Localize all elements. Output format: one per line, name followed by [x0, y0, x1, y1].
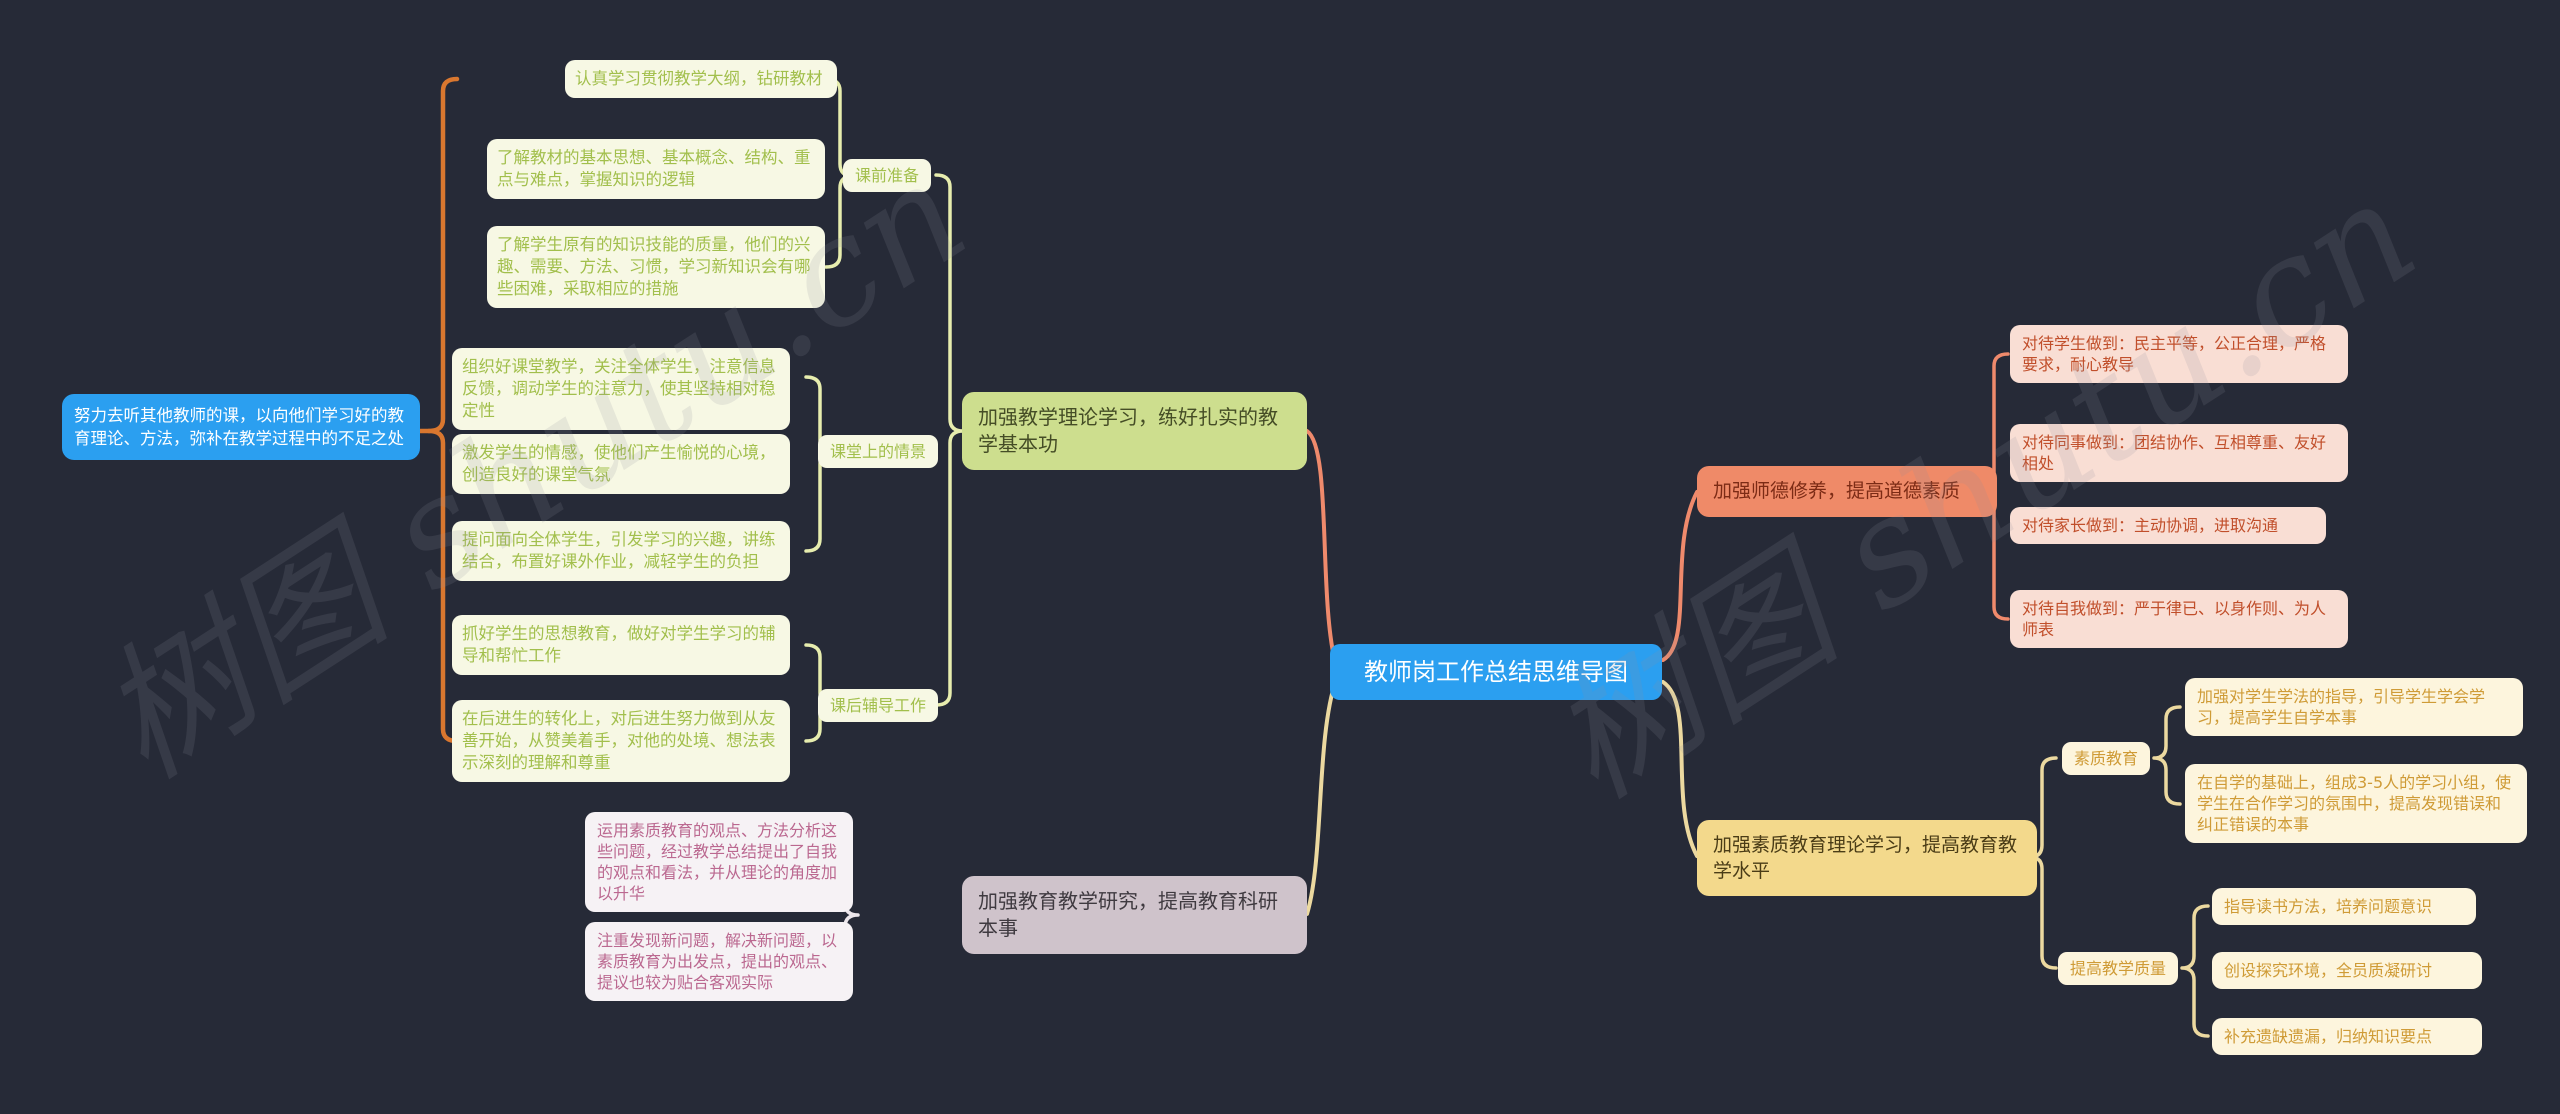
subtopic-classroom[interactable]: 课堂上的情景	[818, 435, 939, 468]
leaf-study-methods-guidance[interactable]: 加强对学生学法的指导，引导学生学会学习，提高学生自学本事	[2185, 678, 2523, 736]
leaf-quality-viewpoint[interactable]: 运用素质教育的观点、方法分析这些问题，经过教学总结提出了自我的观点和看法，并从理…	[585, 812, 853, 912]
connector-center-teaching	[1305, 429, 1338, 668]
subtopic-suzhi-education[interactable]: 素质教育	[2062, 742, 2151, 775]
leaf-inquiry-environment[interactable]: 创设探究环境，全员质凝研讨	[2212, 952, 2482, 989]
leaf-organize-classroom[interactable]: 组织好课堂教学，关注全体学生，注意信息反馈，调动学生的注意力，使其坚持相对稳定性	[452, 348, 790, 430]
branch-quality-education[interactable]: 加强素质教育理论学习，提高教育教学水平	[1697, 820, 2037, 896]
leaf-understand-students[interactable]: 了解学生原有的知识技能的质量，他们的兴趣、需要、方法、习惯，学习新知识会有哪些困…	[487, 226, 825, 308]
leaf-treat-self[interactable]: 对待自我做到：严于律已、以身作则、为人师表	[2010, 590, 2348, 648]
leaf-questions-homework[interactable]: 提问面向全体学生，引发学习的兴趣，讲练结合，布置好课外作业，减轻学生的负担	[452, 521, 790, 581]
leaf-treat-colleagues[interactable]: 对待同事做到：团结协作、互相尊重、友好相处	[2010, 424, 2348, 482]
subtopic-afterclass[interactable]: 课后辅导工作	[818, 689, 939, 722]
leaf-ideological-education[interactable]: 抓好学生的思想教育，做好对学生学习的辅导和帮忙工作	[452, 615, 790, 675]
leaf-understand-textbook[interactable]: 了解教材的基本思想、基本概念、结构、重点与难点，掌握知识的逻辑	[487, 139, 825, 199]
leaf-treat-students[interactable]: 对待学生做到：民主平等，公正合理，严格要求，耐心教导	[2010, 325, 2348, 383]
branch-ethics[interactable]: 加强师德修养，提高道德素质	[1697, 466, 1997, 517]
subtopic-preparation[interactable]: 课前准备	[843, 159, 932, 192]
leaf-underachievers[interactable]: 在后进生的转化上，对后进生努力做到从友善开始，从赞美着手，对他的处境、想法表示深…	[452, 700, 790, 782]
leaf-stimulate-emotion[interactable]: 激发学生的情感，使他们产生愉悦的心境，创造良好的课堂气氛	[452, 434, 790, 494]
leaf-new-problems[interactable]: 注重发现新问题，解决新问题，以素质教育为出发点，提出的观点、提议也较为贴合客观实…	[585, 922, 853, 1001]
brace-teaching-theory	[934, 173, 965, 707]
central-topic[interactable]: 教师岗工作总结思维导图	[1330, 644, 1662, 700]
connector-center-research	[1305, 678, 1338, 916]
brace-suzhi-group	[2152, 705, 2182, 806]
leaf-reading-methods[interactable]: 指导读书方法，培养问题意识	[2212, 888, 2476, 925]
summary-listen-other-teachers[interactable]: 努力去听其他教师的课，以向他们学习好的教育理论、方法，弥补在教学过程中的不足之处	[62, 394, 420, 460]
connector-center-quality	[1661, 680, 1699, 858]
branch-research[interactable]: 加强教育教学研究，提高教育科研本事	[962, 876, 1307, 954]
leaf-fill-gaps[interactable]: 补充遗缺遗漏，归纳知识要点	[2212, 1018, 2482, 1055]
connector-center-ethics	[1661, 490, 1699, 662]
brace-zhiliang-group	[2180, 904, 2210, 1038]
leaf-study-syllabus[interactable]: 认真学习贯彻教学大纲，钻研教材	[565, 60, 837, 98]
leaf-study-groups[interactable]: 在自学的基础上，组成3-5人的学习小组，使学生在合作学习的氛围中，提高发现错误和…	[2185, 764, 2527, 843]
subtopic-teaching-quality[interactable]: 提高教学质量	[2058, 952, 2179, 985]
branch-teaching-theory[interactable]: 加强教学理论学习，练好扎实的教学基本功	[962, 392, 1307, 470]
leaf-treat-parents[interactable]: 对待家长做到：主动协调，进取沟通	[2010, 507, 2326, 544]
